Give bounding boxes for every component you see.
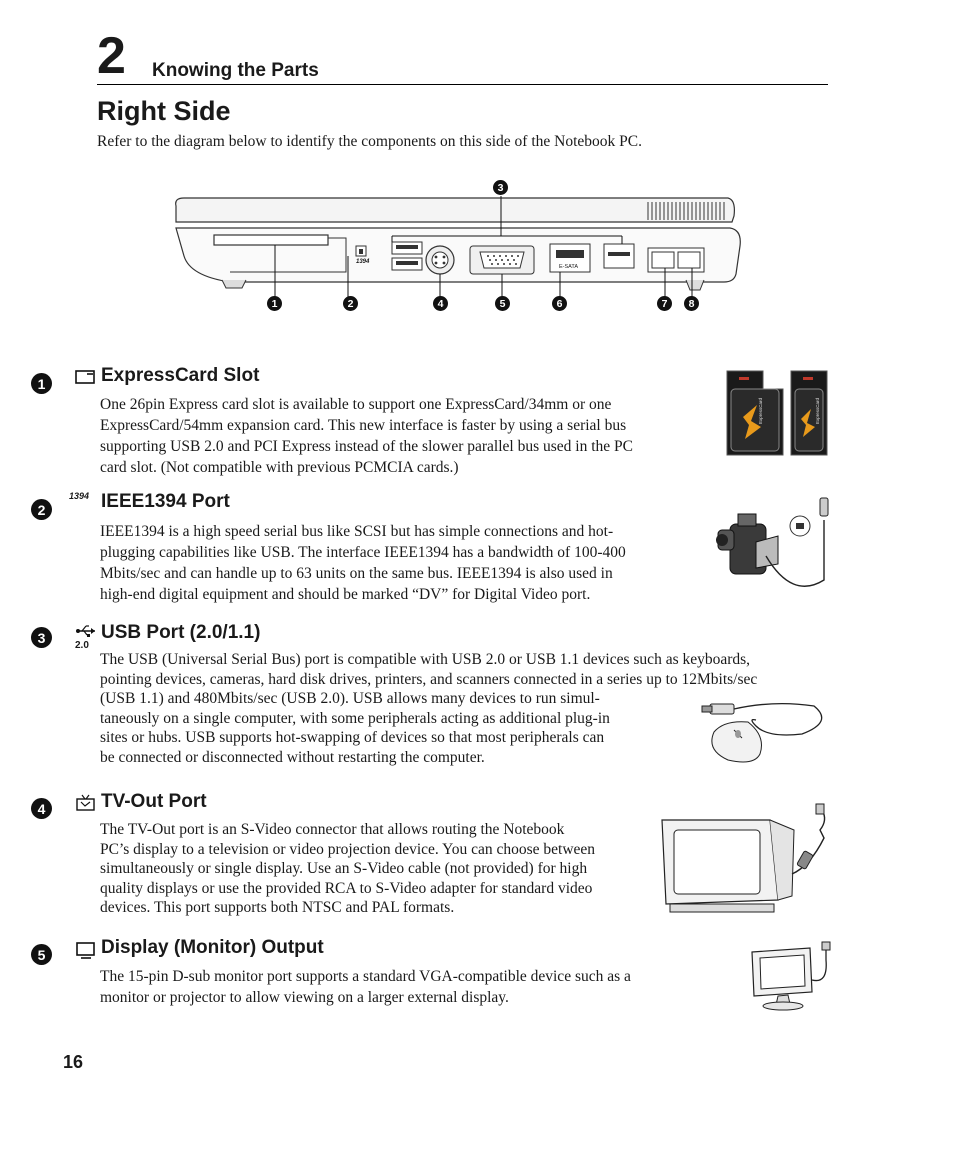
section-body-tv-out: The TV-Out port is an S-Video connector … xyxy=(100,820,637,918)
monitor-illustration xyxy=(748,940,832,1012)
ieee1394-icon: 1394 xyxy=(69,491,90,501)
text-line: plugging capabilities like USB. The inte… xyxy=(100,544,626,561)
text-line: IEEE1394 is a high speed serial bus like… xyxy=(100,523,614,540)
expresscard-label-2: ExpressCard xyxy=(815,397,820,424)
page-number: 16 xyxy=(63,1052,84,1072)
expresscard-icon xyxy=(75,368,97,386)
diagram-callout-7: 7 xyxy=(657,296,672,311)
diagram-callout-2: 2 xyxy=(343,296,358,311)
usb-icon-version: 2.0 xyxy=(75,640,89,651)
diagram-callout-3: 3 xyxy=(493,180,508,195)
section-number-3: 3 xyxy=(31,627,52,648)
camcorder-illustration xyxy=(712,490,830,608)
text-line: The 15-pin D-sub monitor port supports a… xyxy=(100,968,631,985)
text-line: The TV-Out port is an S-Video connector … xyxy=(100,821,565,838)
text-line: taneously on a single computer, with som… xyxy=(100,709,610,727)
section-title-display: Display (Monitor) Output xyxy=(101,937,324,958)
text-line: PC’s display to a television or video pr… xyxy=(100,840,596,858)
text-line: Mbits/sec and can handle up to 63 units … xyxy=(100,565,613,582)
text-line: devices. This port supports both NTSC an… xyxy=(100,899,455,917)
monitor-icon xyxy=(75,940,97,960)
expresscard-label-1: ExpressCard xyxy=(758,397,763,424)
section-number-2: 2 xyxy=(31,499,52,520)
section-body-usb-continued: (USB 1.1) and 480Mbits/sec (USB 2.0). US… xyxy=(100,689,676,767)
page-title: Right Side xyxy=(97,96,231,126)
text-line: supporting USB 2.0 and PCI Express inste… xyxy=(100,438,633,455)
usb-icon xyxy=(75,624,97,638)
section-number-5: 5 xyxy=(31,944,52,965)
header-divider xyxy=(97,84,828,85)
tv-illustration xyxy=(660,800,830,916)
section-title-tv-out: TV-Out Port xyxy=(101,791,207,812)
diagram-1394-label: 1394 xyxy=(356,259,370,265)
text-line: ExpressCard/54mm expansion card. This ne… xyxy=(100,417,627,434)
text-line: The USB (Universal Serial Bus) port is c… xyxy=(100,651,751,668)
diagram-callout-8: 8 xyxy=(684,296,699,311)
section-title-usb: USB Port (2.0/1.1) xyxy=(101,622,261,643)
text-line: sites or hubs. USB supports hot-swapping… xyxy=(100,729,605,747)
text-line: be connected or disconnected without res… xyxy=(100,748,485,766)
expresscard-illustration: ExpressCard ExpressCard xyxy=(725,369,829,457)
section-body-usb: The USB (Universal Serial Bus) port is c… xyxy=(100,650,828,689)
chapter-title: Knowing the Parts xyxy=(152,60,319,81)
section-body-display: The 15-pin D-sub monitor port supports a… xyxy=(100,966,733,1008)
diagram-esata-label: E-SATA xyxy=(559,264,579,270)
diagram-callout-1: 1 xyxy=(267,296,282,311)
usb-mouse-illustration xyxy=(684,694,830,766)
section-number-1: 1 xyxy=(31,373,52,394)
intro-text: Refer to the diagram below to identify t… xyxy=(97,133,642,150)
notebook-right-side-diagram: 1394 E-SATA 3 1 2 4 5 6 7 8 xyxy=(170,176,750,321)
text-line: pointing devices, cameras, hard disk dri… xyxy=(100,670,758,688)
text-line: quality displays or use the provided RCA… xyxy=(100,879,593,897)
diagram-callout-5: 5 xyxy=(495,296,510,311)
diagram-callout-6: 6 xyxy=(552,296,567,311)
section-number-4: 4 xyxy=(31,798,52,819)
text-line: card slot. (Not compatible with previous… xyxy=(100,459,459,476)
text-line: simultaneously or single display. Use an… xyxy=(100,860,588,878)
text-line: One 26pin Express card slot is available… xyxy=(100,396,612,413)
section-title-ieee1394: IEEE1394 Port xyxy=(101,491,230,512)
text-line: monitor or projector to allow viewing on… xyxy=(100,989,509,1006)
tv-out-icon xyxy=(75,794,97,812)
text-line: (USB 1.1) and 480Mbits/sec (USB 2.0). US… xyxy=(100,690,600,707)
notebook-side-illustration xyxy=(175,196,741,298)
section-body-expresscard: One 26pin Express card slot is available… xyxy=(100,394,716,478)
chapter-number: 2 xyxy=(97,27,126,85)
section-title-expresscard: ExpressCard Slot xyxy=(101,365,260,386)
text-line: high-end digital equipment and should be… xyxy=(100,586,591,603)
section-body-ieee1394: IEEE1394 is a high speed serial bus like… xyxy=(100,521,702,605)
diagram-callout-4: 4 xyxy=(433,296,448,311)
